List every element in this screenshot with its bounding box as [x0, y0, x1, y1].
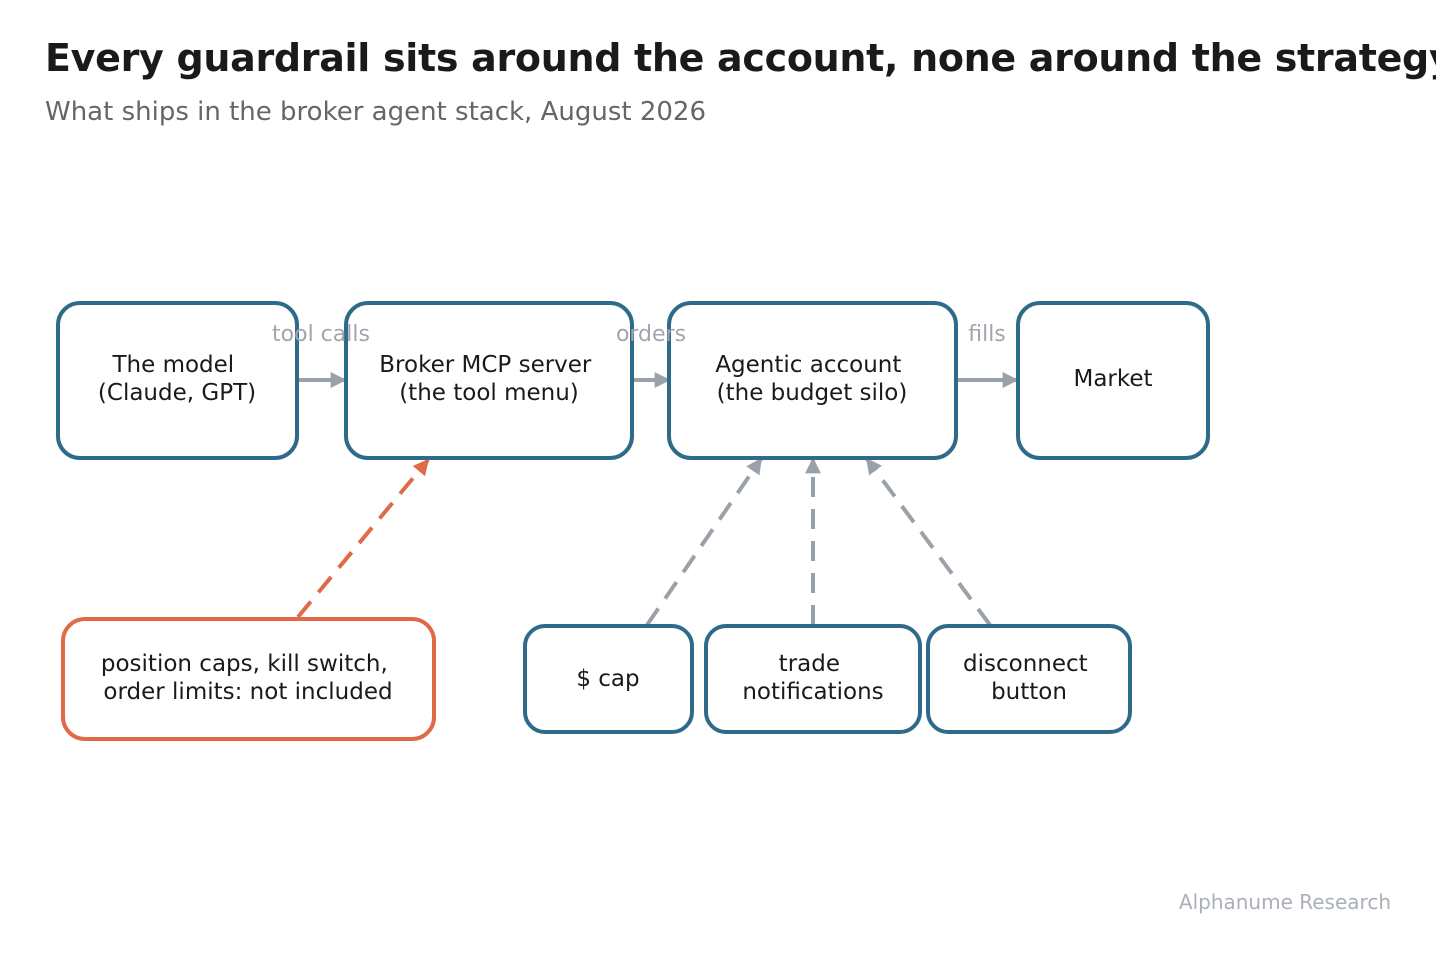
node-account-line-2: (the budget silo) — [717, 380, 908, 406]
node-disconnect-line-1: disconnect — [963, 651, 1088, 677]
edge-label-fills: fills — [968, 322, 1006, 347]
node-missing-label: position caps, kill switch, order limits… — [101, 651, 395, 705]
edge-label-orders: orders — [616, 322, 686, 347]
arrow-cap-to-account — [645, 457, 763, 627]
arrow-missing-to-broker — [296, 458, 430, 619]
node-disconnect-line-2: button — [991, 679, 1067, 705]
node-cap-line-1: $ cap — [576, 666, 639, 692]
node-market-label: Market — [1073, 366, 1152, 392]
node-missing-line-2: order limits: not included — [103, 679, 392, 705]
node-dollar-cap — [523, 624, 694, 734]
node-account-line-1: Agentic account — [715, 352, 901, 378]
page-title: Every guardrail sits around the account,… — [45, 36, 1436, 80]
node-broker-label: Broker MCP server (the tool menu) — [379, 352, 598, 406]
node-model — [56, 301, 299, 460]
node-notifications-line-1: trade — [779, 651, 840, 677]
node-cap-label: $ cap — [576, 666, 639, 692]
node-missing-line-1: position caps, kill switch, — [101, 651, 388, 677]
node-model-line-1: The model — [111, 352, 234, 378]
edge-label-tool-calls: tool calls — [272, 322, 370, 347]
source-credit: Alphanume Research — [1178, 890, 1391, 914]
node-account-label: Agentic account (the budget silo) — [715, 352, 908, 406]
node-disconnect-button — [926, 624, 1132, 734]
node-notifications-label: trade notifications — [742, 651, 883, 705]
arrow-disconnect-to-account — [865, 457, 992, 627]
node-trade-notifications — [704, 624, 922, 734]
node-missing-guardrails — [61, 617, 436, 741]
node-broker — [344, 301, 634, 460]
node-broker-line-1: Broker MCP server — [379, 352, 592, 378]
node-broker-line-2: (the tool menu) — [399, 380, 579, 406]
node-disconnect-label: disconnect button — [963, 651, 1095, 705]
node-account — [667, 301, 958, 460]
node-notifications-line-2: notifications — [742, 679, 883, 705]
node-market-line-1: Market — [1073, 366, 1152, 392]
page-subtitle: What ships in the broker agent stack, Au… — [45, 97, 706, 127]
node-market — [1016, 301, 1210, 460]
node-model-line-2: (Claude, GPT) — [98, 380, 256, 406]
node-model-label: The model (Claude, GPT) — [98, 352, 256, 406]
